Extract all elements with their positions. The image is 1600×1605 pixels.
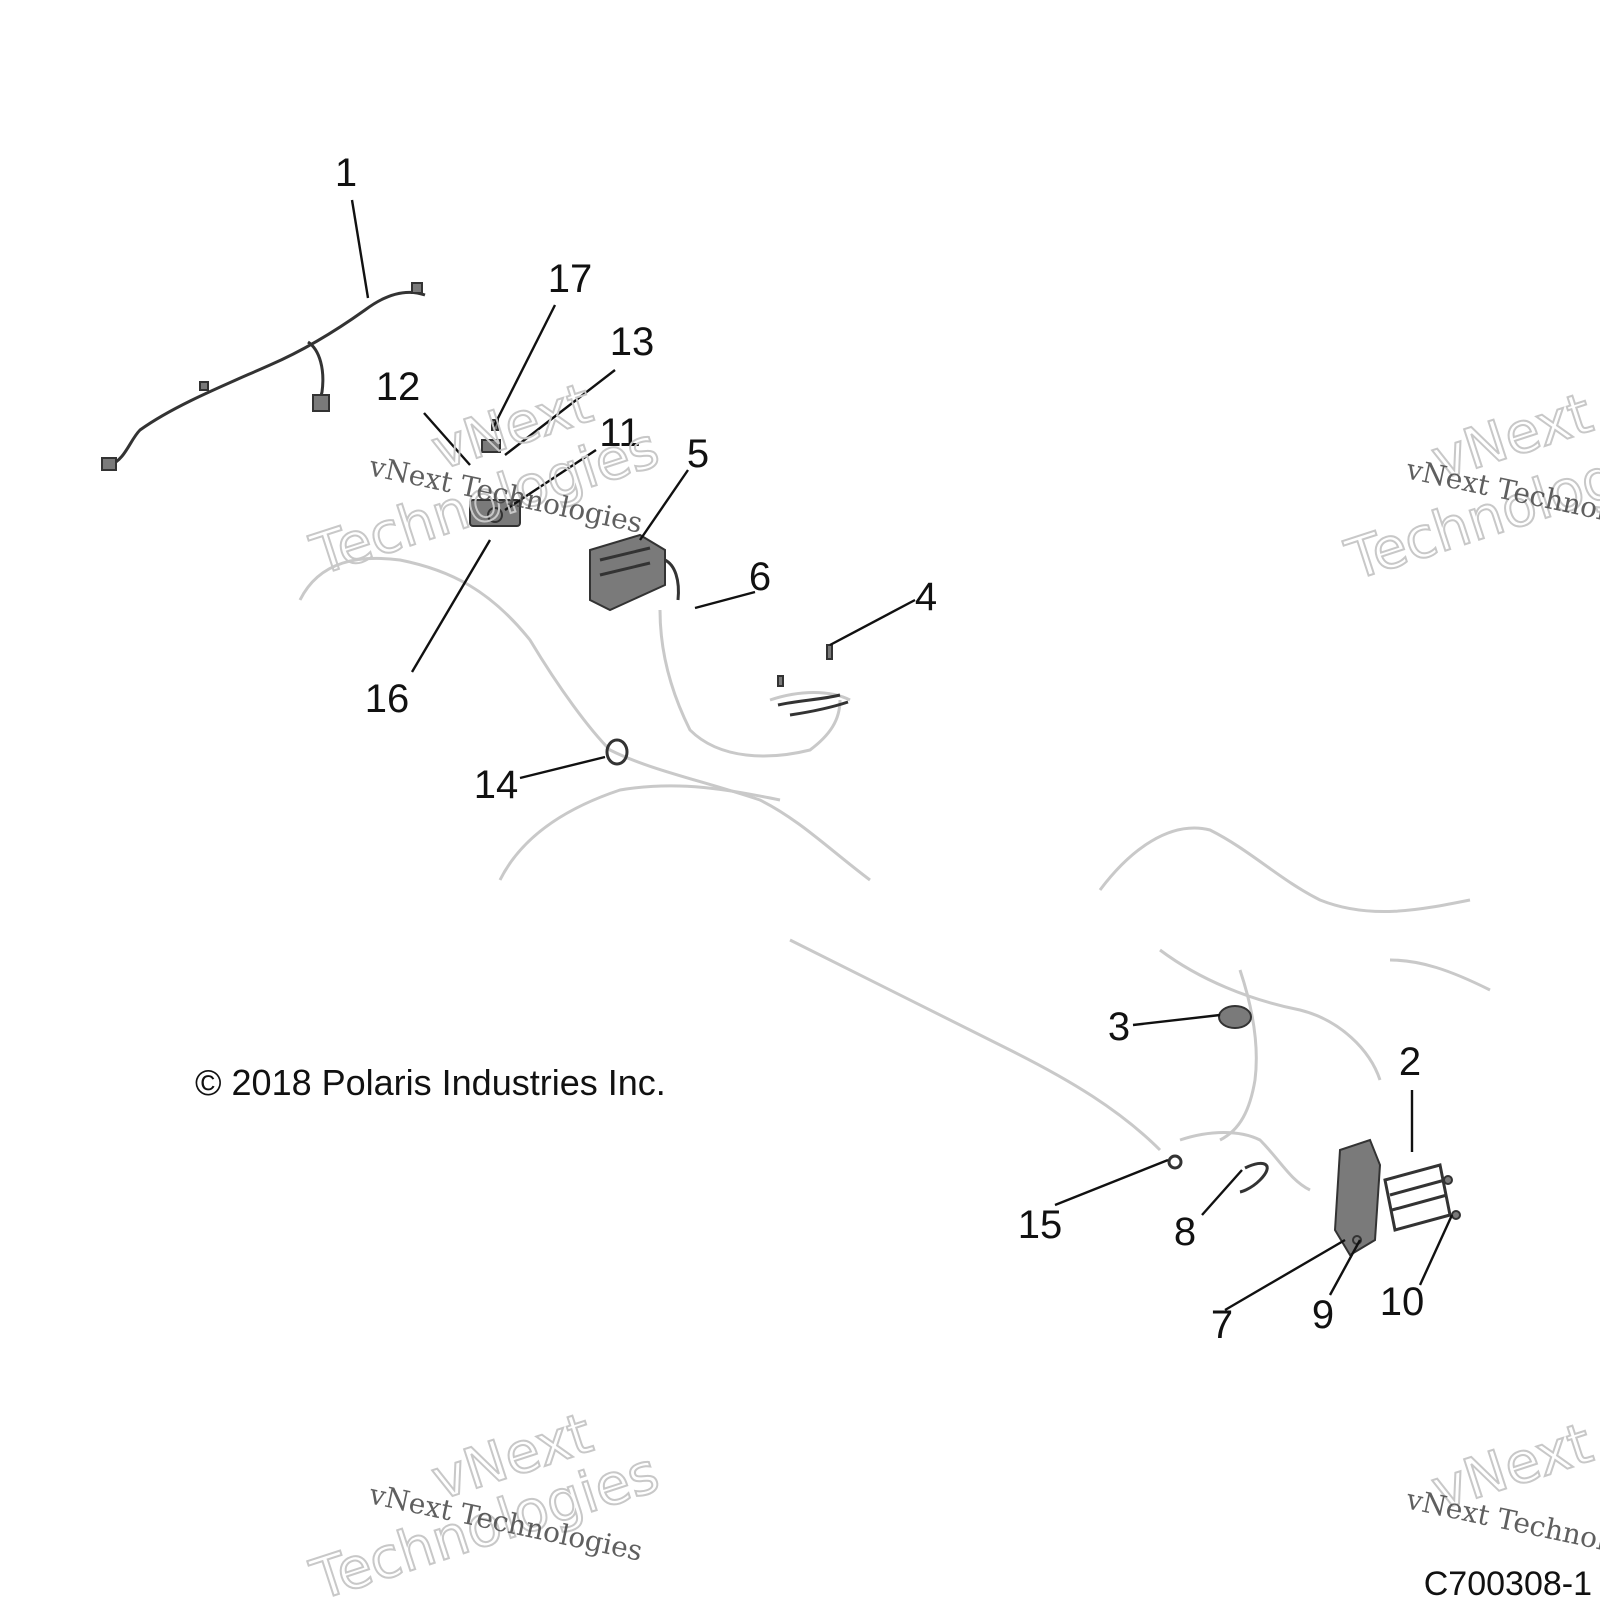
- callout-13: 13: [610, 320, 655, 364]
- regulator-part: [1333, 1138, 1461, 1257]
- callout-15: 15: [1018, 1203, 1063, 1247]
- callout-6: 6: [749, 555, 771, 599]
- callout-14: 14: [474, 763, 519, 807]
- callout-17: 17: [548, 257, 593, 301]
- clamp-part: [1239, 1161, 1269, 1194]
- callout-5: 5: [687, 432, 709, 476]
- watermark-bottom-left: vNext Technologies vNext Technologies: [302, 1400, 667, 1605]
- callout-3: 3: [1108, 1005, 1130, 1049]
- callout-12: 12: [376, 365, 421, 409]
- callout-labels: 1 2 3 4 5 6 7 8 9 10 11 12 13 14 15 16 1…: [335, 151, 1424, 1347]
- grommet-part: [605, 738, 629, 766]
- chassis-outline: [298, 556, 1491, 1192]
- callout-16: 16: [365, 677, 410, 721]
- seal-part: [1218, 1005, 1252, 1029]
- callout-2: 2: [1399, 1040, 1421, 1084]
- callout-1: 1: [335, 151, 357, 195]
- watermark-bottom-right: vNext vNext Technologies: [1403, 1410, 1600, 1573]
- copyright-notice: © 2018 Polaris Industries Inc.: [195, 1062, 666, 1103]
- callout-8: 8: [1174, 1210, 1196, 1254]
- clip-part: [1167, 1154, 1183, 1170]
- callout-11: 11: [599, 411, 641, 455]
- bracket-part: [777, 644, 849, 717]
- wire-harness-part: [101, 282, 426, 471]
- callout-9: 9: [1312, 1293, 1334, 1337]
- watermark-top-right: vNext Technologies vNext Technologies: [1337, 380, 1600, 595]
- callout-7: 7: [1211, 1303, 1233, 1347]
- control-module-part: [589, 533, 680, 612]
- leader-lines: [350, 199, 1454, 1312]
- callout-4: 4: [915, 575, 937, 619]
- diagram-id: C700308-1: [1424, 1565, 1592, 1600]
- callout-10: 10: [1380, 1280, 1425, 1324]
